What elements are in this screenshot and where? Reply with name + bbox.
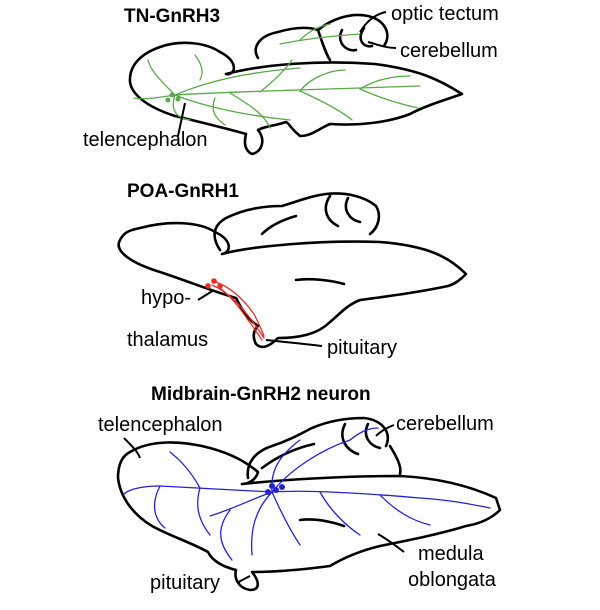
fiber xyxy=(123,485,273,495)
fiber xyxy=(271,490,491,509)
label-medula-1: medula xyxy=(418,543,484,565)
brain-outline xyxy=(128,13,464,156)
leader-hypothalamus xyxy=(197,289,215,301)
fiber xyxy=(299,69,346,92)
panel-tn-gnrh3: TN-GnRH3 xyxy=(83,3,499,156)
panel-midbrain-gnrh2: Midbrain-GnRH2 neuron xyxy=(98,384,502,594)
label-telencephalon: telencephalon xyxy=(98,414,223,436)
brain-outline xyxy=(117,192,468,349)
fiber xyxy=(271,439,301,493)
label-medula-2: oblongata xyxy=(408,569,497,591)
label-telencephalon: telencephalon xyxy=(83,129,208,151)
fiber xyxy=(271,491,301,546)
fiber xyxy=(279,33,361,45)
fiber xyxy=(215,281,265,337)
leader-pituitary xyxy=(236,575,251,584)
gnrh2-fibers xyxy=(123,427,491,561)
neuron-soma xyxy=(273,487,279,493)
fiber xyxy=(259,59,293,93)
fiber xyxy=(174,85,421,96)
leader-cerebellum xyxy=(367,41,397,49)
neuron-soma xyxy=(165,97,171,103)
fiber xyxy=(194,54,203,81)
gnrh3-fibers xyxy=(133,23,421,129)
neuron-soma xyxy=(217,283,223,289)
label-optic-tectum: optic tectum xyxy=(391,3,499,25)
gnrh1-fibers xyxy=(205,278,265,341)
fiber xyxy=(147,59,176,96)
neuron-soma xyxy=(169,92,175,98)
fiber xyxy=(359,88,419,109)
neuron-soma xyxy=(279,484,285,490)
label-hypothalamus-2: thalamus xyxy=(127,329,208,351)
leader-medula xyxy=(377,533,405,553)
fiber xyxy=(172,94,191,121)
neuron-soma xyxy=(265,489,271,495)
fiber xyxy=(299,23,331,41)
fiber xyxy=(219,287,263,341)
leader-telencephalon xyxy=(177,102,186,137)
label-hypothalamus-1: hypo- xyxy=(141,287,191,309)
label-pituitary: pituitary xyxy=(150,572,220,594)
label-cerebellum: cerebellum xyxy=(400,40,498,62)
label-pituitary: pituitary xyxy=(327,337,397,359)
fiber xyxy=(250,491,273,556)
neuron-soma xyxy=(269,483,275,489)
brain-outline xyxy=(116,416,502,592)
fiber xyxy=(299,90,353,121)
fiber xyxy=(271,439,351,493)
neuron-soma xyxy=(211,278,217,284)
fiber xyxy=(359,75,411,90)
panel-title: TN-GnRH3 xyxy=(124,6,220,27)
fiber xyxy=(319,491,361,536)
fiber xyxy=(349,427,379,441)
panel-poa-gnrh1: POA-GnRH1 hypo- thalamus pituitary xyxy=(117,181,468,359)
fiber xyxy=(379,494,431,526)
leader-pituitary xyxy=(265,339,323,347)
leader-telencephalon xyxy=(123,437,141,459)
panel-title: Midbrain-GnRH2 neuron xyxy=(151,384,371,405)
fiber xyxy=(174,94,291,121)
neuron-soma xyxy=(175,96,181,102)
label-cerebellum: cerebellum xyxy=(396,413,494,435)
leader-optic-tectum xyxy=(359,11,387,33)
fiber xyxy=(169,451,201,489)
fiber xyxy=(153,485,166,529)
fiber xyxy=(209,491,273,517)
fiber xyxy=(229,92,271,129)
fiber xyxy=(212,97,226,126)
fiber xyxy=(220,509,233,561)
leader-cerebellum xyxy=(375,424,395,437)
fiber xyxy=(197,487,211,536)
panel-title: POA-GnRH1 xyxy=(127,181,239,202)
neuron-soma xyxy=(205,283,211,289)
